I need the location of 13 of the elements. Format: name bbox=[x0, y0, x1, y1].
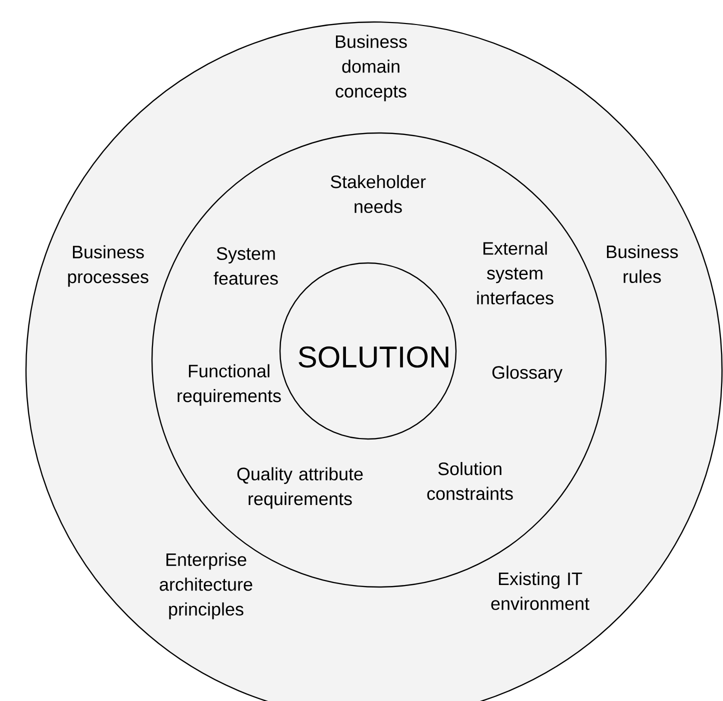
ring-label: Functional requirements bbox=[178, 364, 281, 406]
ring-label: External system interfaces bbox=[477, 242, 554, 304]
ring-label: System features bbox=[214, 247, 278, 285]
ring-label: Existing IT environment bbox=[491, 572, 590, 610]
ring-label: Business rules bbox=[606, 244, 678, 283]
ring-label: Enterprise architecture principles bbox=[160, 552, 252, 620]
ring-label: Glossary bbox=[492, 366, 562, 382]
ring-label: Quality attribute requirements bbox=[237, 467, 363, 509]
ring-label: Business processes bbox=[68, 245, 148, 287]
ring-label: Business domain concepts bbox=[336, 34, 407, 102]
ring-label: Stakeholder needs bbox=[330, 174, 426, 213]
ring-label: SOLUTION bbox=[298, 346, 448, 368]
ring-label: Solution constraints bbox=[427, 462, 513, 500]
